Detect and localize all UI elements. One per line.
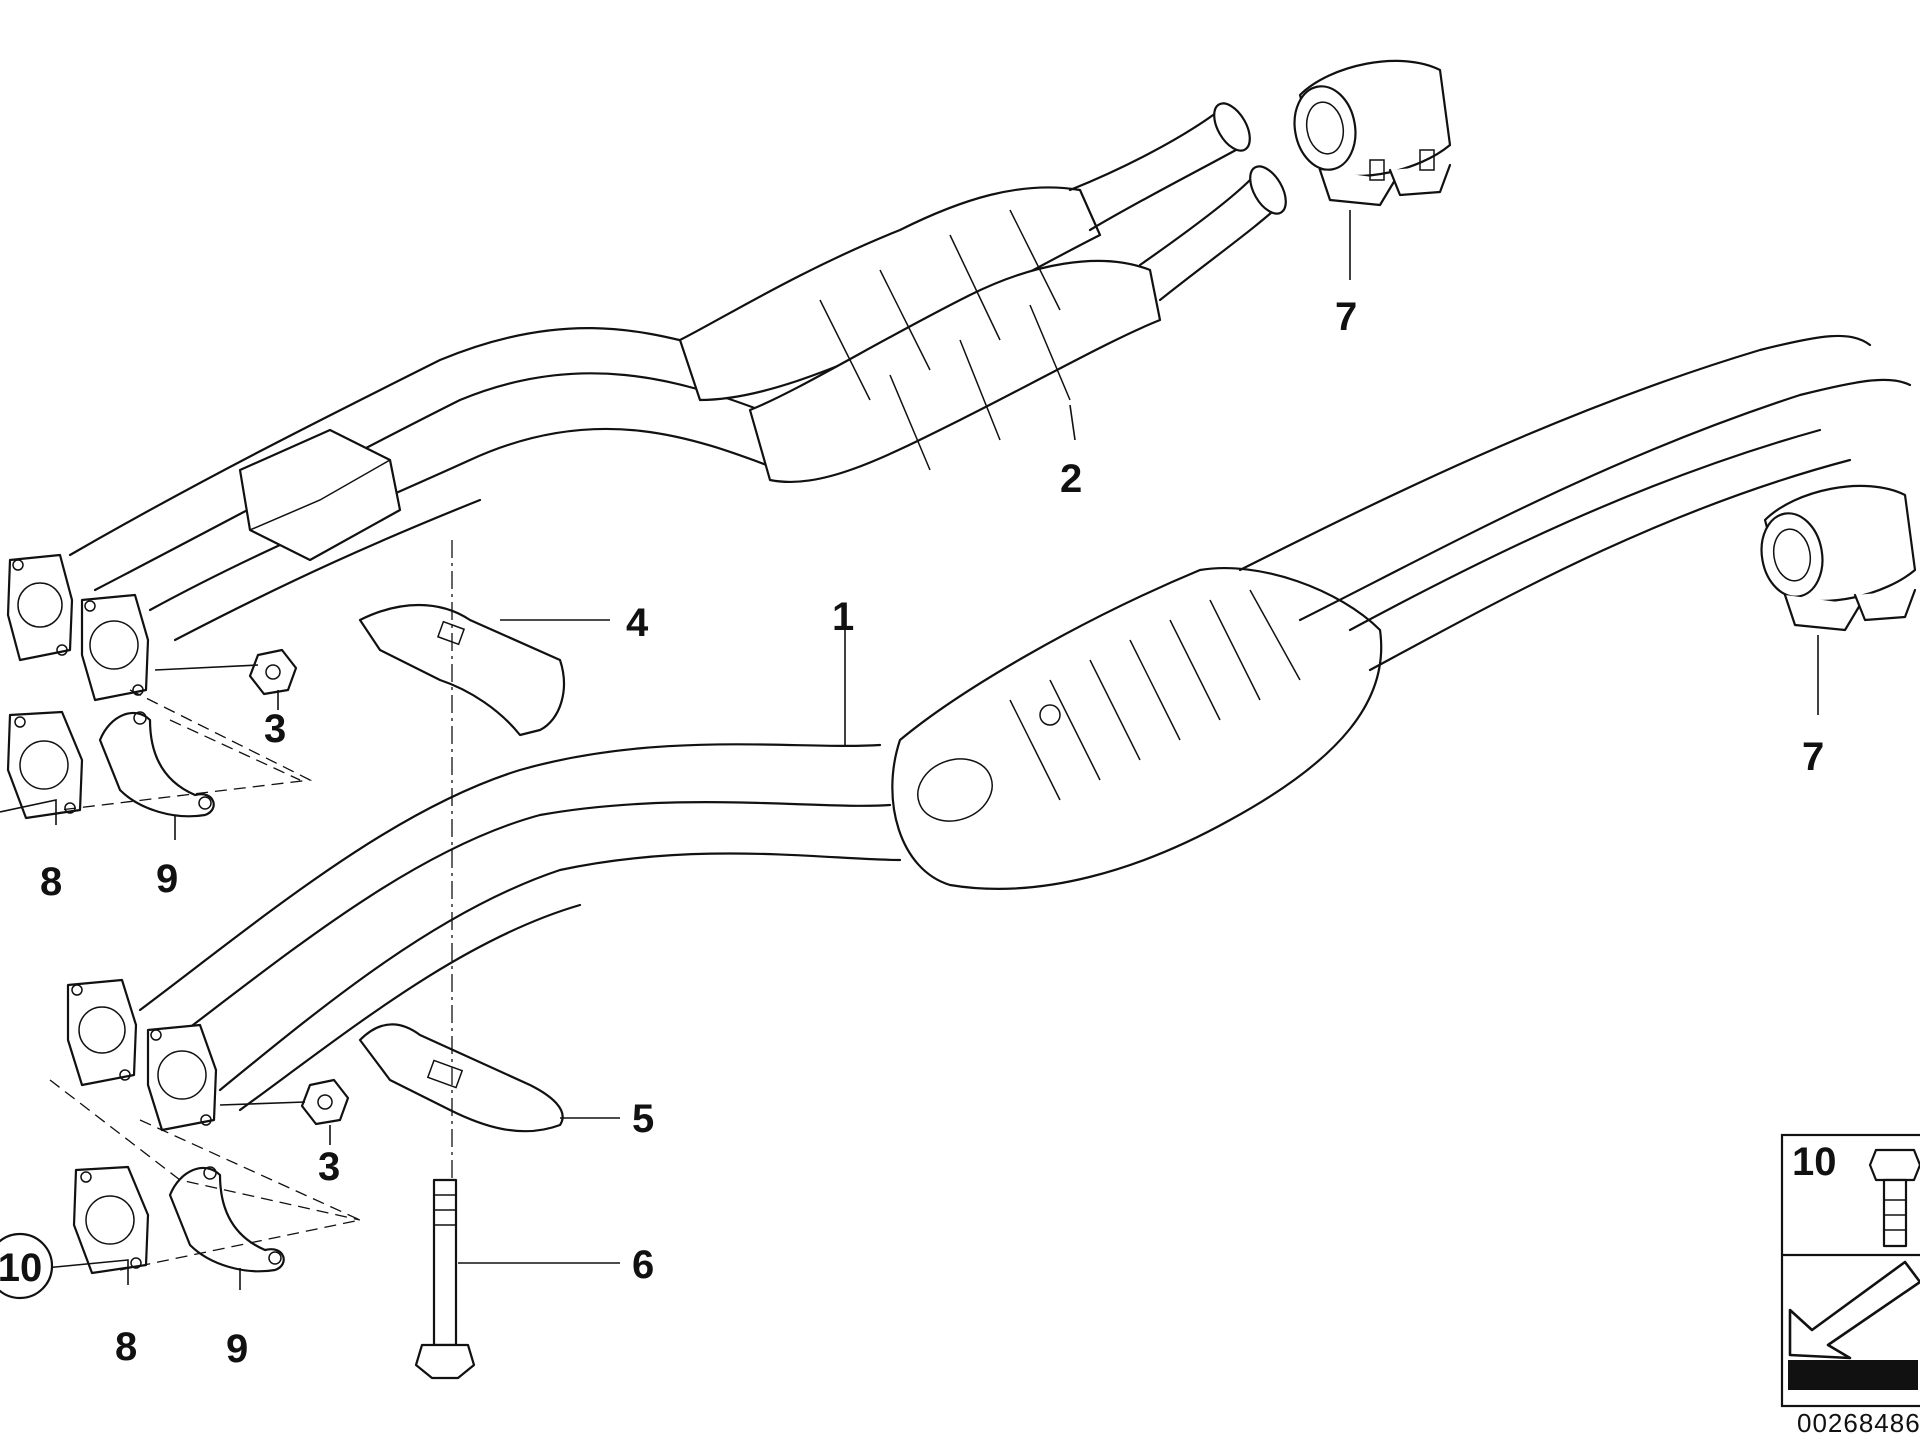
direction-arrow-icon [1788, 1260, 1920, 1390]
callout-7-lower: 7 [1802, 735, 1824, 779]
part-7-clamp-lower [1760, 484, 1917, 632]
callout-4: 4 [626, 601, 649, 645]
part-8-gasket-upper [6, 710, 84, 820]
callout-9-upper: 9 [156, 857, 178, 901]
part-3-nut-lower [300, 1078, 350, 1126]
bolt-icon [1868, 1148, 1920, 1248]
part-2-front-pipe-with-catalysts [6, 102, 1287, 702]
part-7-clamp-upper [1293, 59, 1452, 207]
part-3-nut-upper [248, 648, 298, 696]
part-1-rear-pipe-with-catalyst [66, 334, 1912, 1132]
part-5-bracket [358, 1023, 564, 1133]
part-6-bolt [414, 1178, 476, 1380]
callout-9-lower: 9 [226, 1327, 248, 1371]
part-4-bracket [358, 604, 565, 737]
callout-5: 5 [632, 1097, 654, 1141]
callout-10-circled: 10 [0, 1232, 54, 1300]
callout-1: 1 [832, 595, 854, 639]
diagram-reference-number: 00268486 [1797, 1408, 1920, 1438]
part-9-plate-lower [168, 1166, 285, 1273]
callout-10: 10 [0, 1246, 42, 1290]
assembly-lines [49, 689, 363, 1271]
legend-number: 10 [1792, 1140, 1837, 1184]
callout-labels: 1 2 3 3 4 5 6 7 7 8 8 9 9 [40, 295, 1824, 1371]
part-8-gasket-lower [72, 1165, 150, 1275]
callout-8-upper: 8 [40, 860, 62, 904]
callout-2: 2 [1060, 457, 1082, 501]
leader-lines [0, 210, 1819, 1290]
callout-6: 6 [632, 1243, 654, 1287]
callout-3-lower: 3 [318, 1145, 340, 1189]
callout-7-upper: 7 [1335, 295, 1357, 339]
callout-8-lower: 8 [115, 1325, 137, 1369]
part-9-plate-upper [98, 711, 215, 818]
legend-box: 10 [1780, 1133, 1920, 1408]
callout-3-upper: 3 [264, 707, 286, 751]
